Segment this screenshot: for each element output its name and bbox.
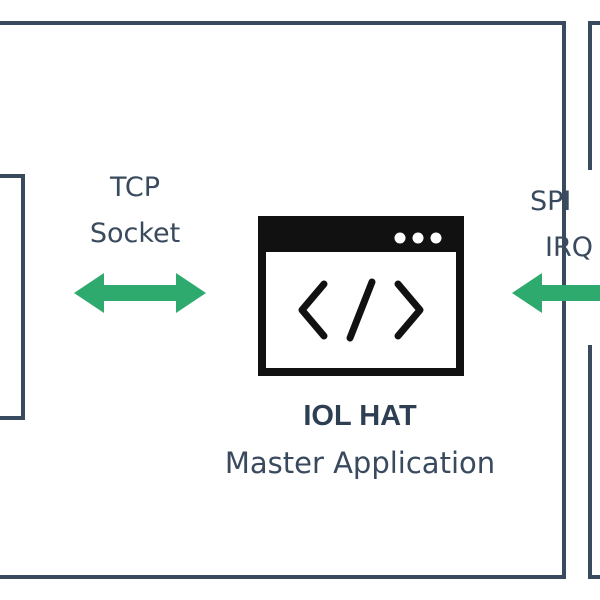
right-component-box-top bbox=[588, 21, 600, 170]
irq-label: IRQ bbox=[545, 232, 593, 263]
tcp-label: TCP bbox=[109, 172, 161, 203]
application-name: IOL HAT bbox=[303, 400, 417, 432]
left-component-box bbox=[0, 174, 25, 420]
code-window-icon bbox=[258, 216, 464, 376]
right-component-box-bottom bbox=[588, 345, 600, 579]
socket-label: Socket bbox=[89, 218, 181, 249]
spi-label: SPI bbox=[530, 186, 572, 217]
spi-arrow bbox=[512, 273, 600, 313]
application-subtitle: Master Application bbox=[224, 446, 496, 480]
tcp-double-arrow bbox=[74, 273, 206, 313]
